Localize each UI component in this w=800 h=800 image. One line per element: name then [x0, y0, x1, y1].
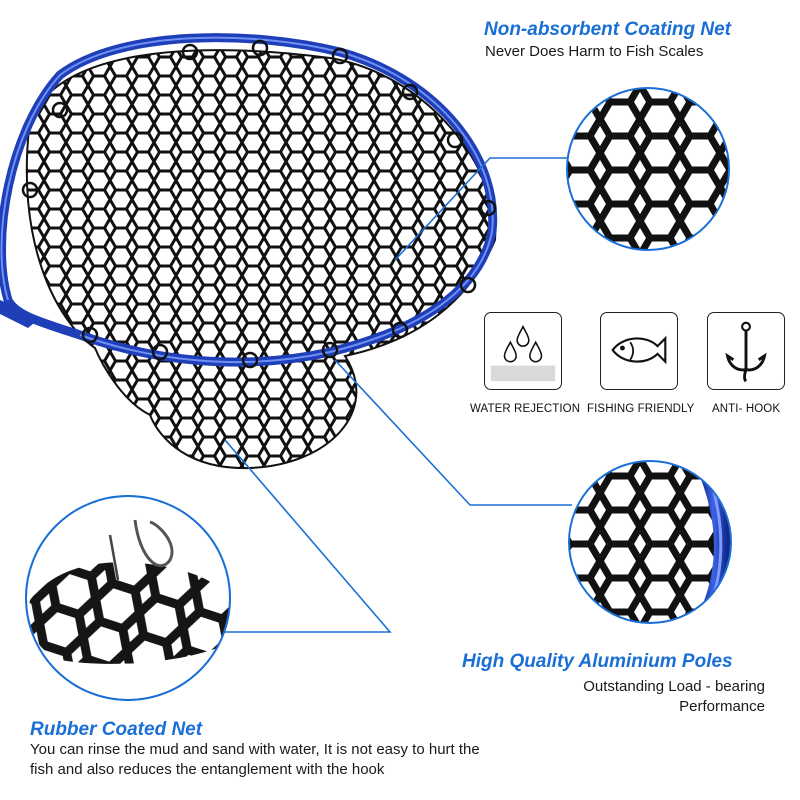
- fish-icon: [611, 335, 667, 365]
- callout-right-title: High Quality Aluminium Poles: [462, 651, 733, 672]
- feature-label-water-rejection: WATER REJECTION: [470, 403, 581, 415]
- detail-aluminium-pole: [569, 461, 731, 623]
- callout-top-title: Non-absorbent Coating Net: [484, 19, 731, 40]
- feature-label-anti-hook: ANTI- HOOK: [712, 403, 781, 415]
- detail-coating-net: [567, 88, 729, 250]
- feature-label-fishing-friendly: FISHING FRIENDLY: [587, 403, 695, 415]
- callout-right-line2: Performance: [679, 698, 765, 715]
- water-drops-icon: [490, 324, 556, 382]
- net-lacing: [21, 39, 497, 369]
- detail-rubber-net: [26, 496, 230, 700]
- hook-icon: [725, 321, 767, 383]
- feature-anti-hook: [707, 312, 785, 390]
- callout-bottom-line2: fish and also reduces the entanglement w…: [30, 761, 385, 778]
- callout-bottom-line1: You can rinse the mud and sand with wate…: [30, 741, 480, 758]
- feature-fishing-friendly: [600, 312, 678, 390]
- callout-top-subtitle: Never Does Harm to Fish Scales: [485, 43, 704, 60]
- callout-right-line1: Outstanding Load - bearing: [583, 678, 765, 695]
- callout-bottom-title: Rubber Coated Net: [30, 719, 203, 740]
- net-body: [25, 49, 497, 470]
- leader-lines: [218, 157, 572, 633]
- feature-water-rejection: [484, 312, 562, 390]
